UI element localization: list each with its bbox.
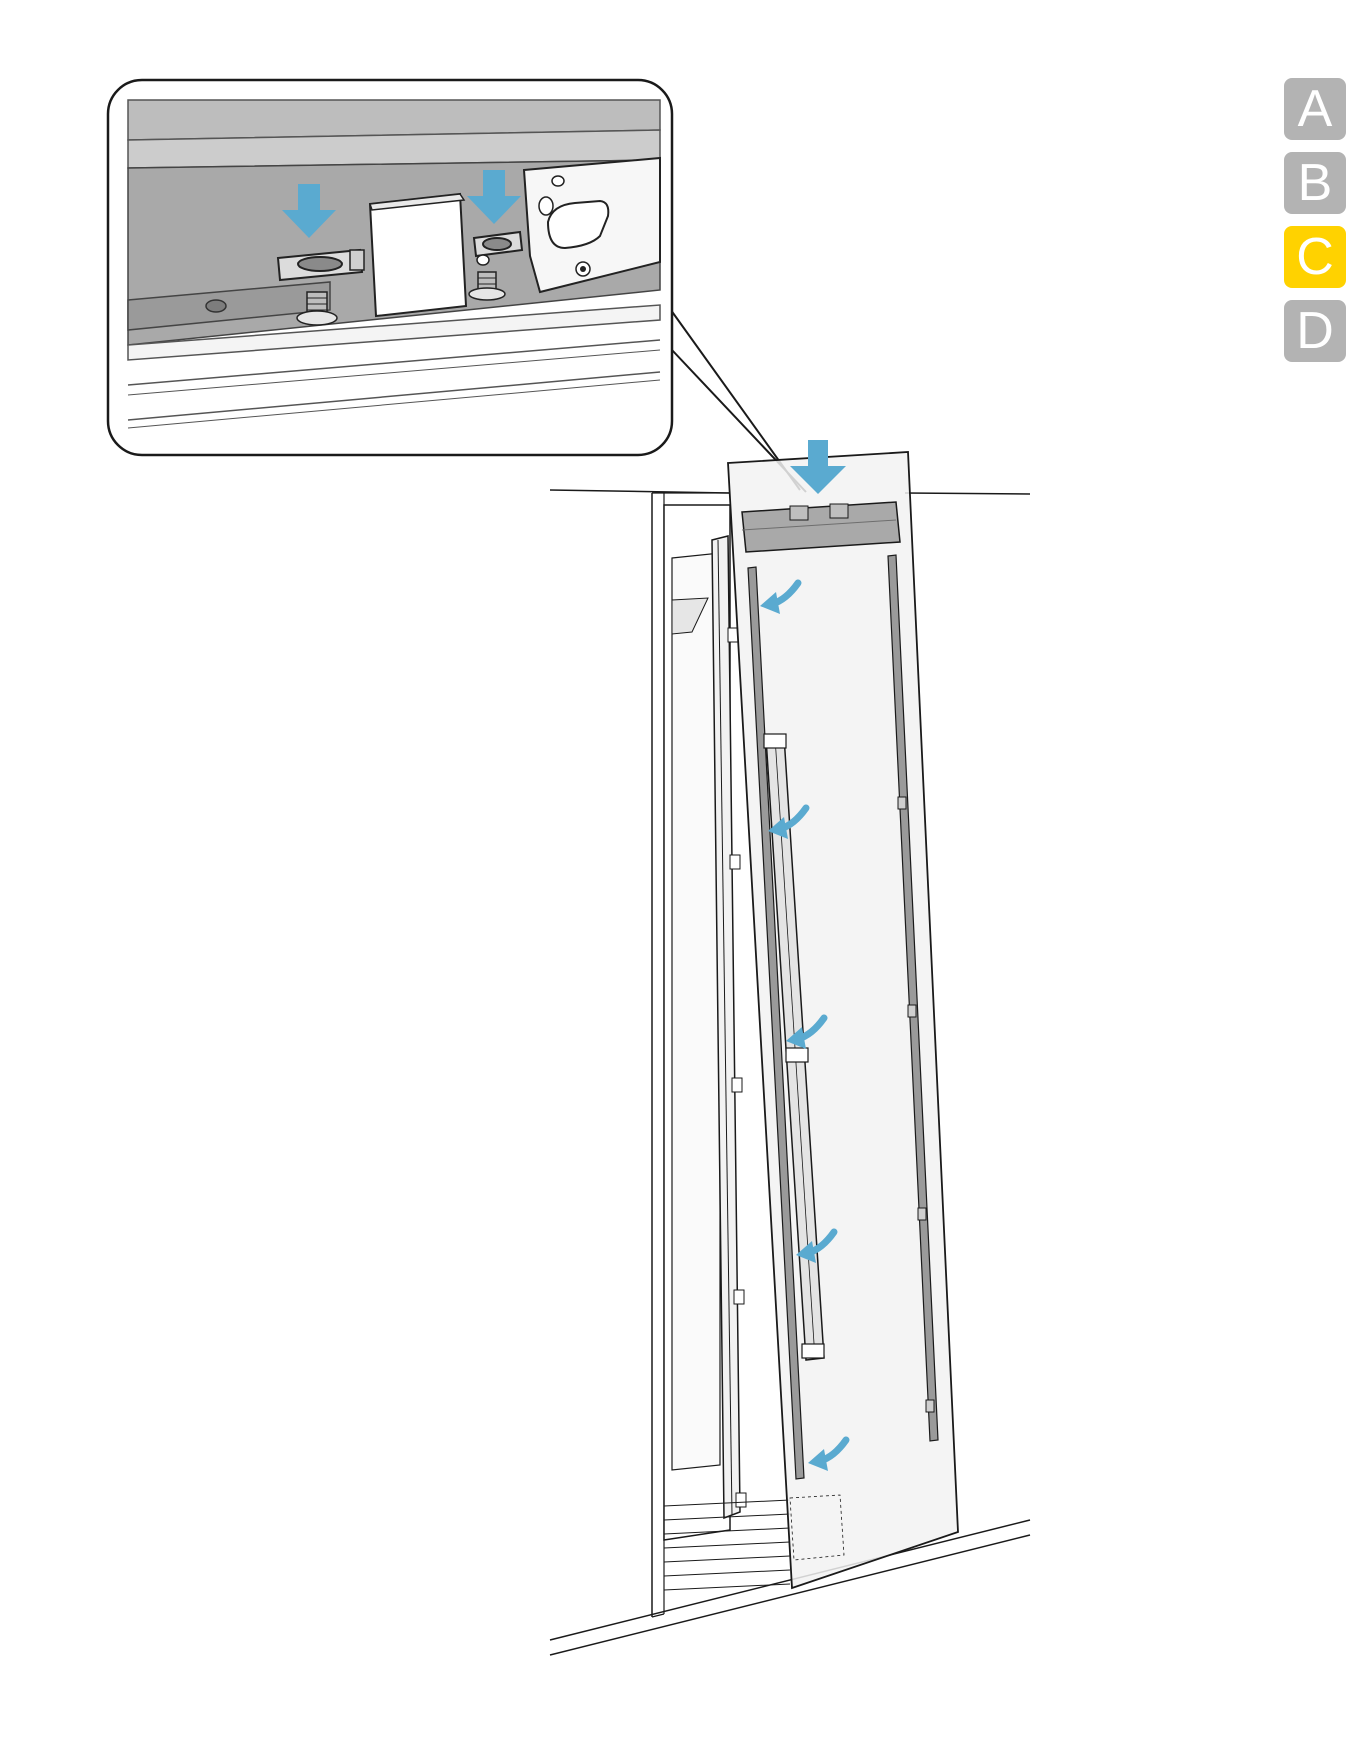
step-tab-label: A: [1298, 83, 1333, 135]
appliance-scene: [550, 440, 1030, 1655]
step-tabs: A B C D: [1284, 78, 1348, 374]
step-tab-c[interactable]: C: [1284, 226, 1346, 288]
step-tab-label: C: [1296, 231, 1334, 283]
step-tab-b[interactable]: B: [1284, 152, 1346, 214]
step-tab-a[interactable]: A: [1284, 78, 1346, 140]
step-tab-label: D: [1296, 305, 1334, 357]
step-tab-d[interactable]: D: [1284, 300, 1346, 362]
detail-callout: [108, 80, 806, 492]
step-tab-label: B: [1298, 157, 1333, 209]
door-panel: [728, 452, 958, 1588]
